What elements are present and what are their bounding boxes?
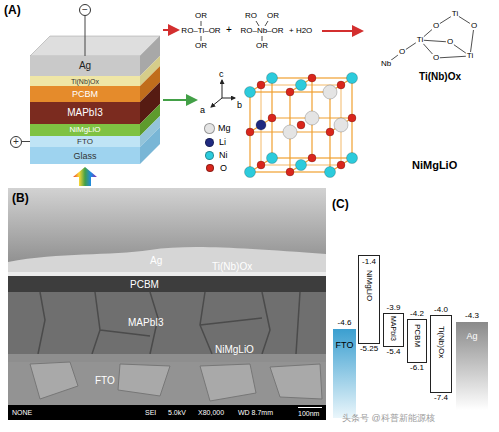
node-text: NiMgLiO bbox=[10, 126, 160, 134]
node-text: Ti(Nb)Ox bbox=[437, 326, 445, 358]
node-text: PCBM bbox=[10, 90, 160, 99]
legend-swatch bbox=[205, 138, 214, 147]
layer-label: Ag bbox=[150, 256, 162, 266]
chemical-formula: O bbox=[432, 22, 440, 30]
energy-band: -4.2PCBM-6.1 bbox=[407, 319, 427, 363]
energy-band: -1.4NiMgLiO-5.25 bbox=[358, 255, 380, 344]
watermark: 头条号 @科普新能源核 bbox=[342, 414, 435, 423]
node-text: NiMgLiO bbox=[365, 270, 373, 301]
chemical-formula: OR bbox=[195, 42, 207, 50]
layer-label: MAPbI3 bbox=[128, 318, 164, 328]
chemical-formula: Nb bbox=[380, 60, 392, 68]
chemical-formula: RO–Ti–OR bbox=[181, 27, 220, 35]
node-text: Ag bbox=[10, 61, 160, 71]
panel-letter: (A) bbox=[4, 4, 21, 16]
chemical-formula: Ti bbox=[451, 10, 459, 18]
chemical-formula: OR bbox=[267, 12, 279, 20]
node-text: -3.9 bbox=[372, 304, 415, 312]
legend-swatch bbox=[205, 151, 214, 160]
wire bbox=[85, 16, 86, 56]
legend-text: Ni bbox=[219, 151, 228, 160]
axis-label: c bbox=[219, 70, 224, 79]
device-layer: MAPbI3 bbox=[30, 102, 140, 124]
chemical-formula: O bbox=[446, 38, 454, 46]
node-text: FTO bbox=[10, 138, 160, 146]
legend-text: Li bbox=[219, 138, 226, 147]
node-text: MAPbI3 bbox=[390, 316, 397, 341]
wire bbox=[22, 141, 30, 142]
chemical-formula: O bbox=[398, 48, 406, 56]
layer-label: FTO bbox=[95, 376, 115, 386]
node-text: -1.4 bbox=[353, 258, 385, 266]
node-text: + bbox=[0, 137, 41, 147]
node-text: Ag bbox=[450, 332, 494, 341]
axis-label: b bbox=[237, 101, 242, 110]
chemical-formula: Ti bbox=[416, 36, 424, 44]
legend-text: O bbox=[220, 164, 227, 173]
energy-band: -4.0Ti(Nb)Ox-7.4 bbox=[430, 315, 452, 393]
node-text: Ti(Nb)Ox bbox=[10, 78, 160, 85]
node-text: -4.3 bbox=[444, 312, 499, 320]
chemical-formula: RO bbox=[245, 12, 257, 20]
axis-label: a bbox=[200, 106, 205, 115]
device-layer: NiMgLiO bbox=[30, 124, 140, 136]
chemical-formula: OR bbox=[195, 12, 207, 20]
terminal-circle: − bbox=[79, 4, 91, 16]
material-name: Ti(Nb)Ox bbox=[419, 72, 461, 82]
device-layer: PCBM bbox=[30, 86, 140, 102]
legend-swatch bbox=[206, 164, 214, 172]
panel-letter: (C) bbox=[332, 198, 349, 210]
layer-label: Ti(Nb)Ox bbox=[212, 262, 252, 272]
energy-band: -4.6FTO bbox=[333, 329, 356, 418]
legend-swatch bbox=[204, 123, 215, 134]
device-layer: Ti(Nb)Ox bbox=[30, 76, 140, 86]
node-text: Glass bbox=[10, 151, 160, 160]
panel-letter: (B) bbox=[12, 192, 29, 204]
chemical-formula: + H2O bbox=[289, 27, 312, 35]
node-text: FTO bbox=[327, 341, 362, 350]
chemical-formula: Ti bbox=[466, 52, 474, 60]
layer-label: PCBM bbox=[130, 280, 159, 290]
chemical-formula: + bbox=[226, 25, 232, 35]
device-layer: Ag bbox=[30, 56, 140, 76]
energy-band: -4.3Ag bbox=[456, 322, 488, 410]
sem-info: 100nm bbox=[298, 410, 319, 417]
chemical-formula: RO–Nb–OR bbox=[240, 27, 283, 35]
chemical-formula: O bbox=[432, 54, 440, 62]
legend-text: Mg bbox=[218, 124, 231, 133]
sem-info: WD 8.7mm bbox=[238, 409, 273, 416]
sem-info: 5.0kV bbox=[168, 409, 186, 416]
node-text: MAPbI3 bbox=[10, 108, 160, 118]
sem-info: X80,000 bbox=[198, 409, 224, 416]
terminal-circle: + bbox=[10, 136, 22, 148]
material-name: NiMgLiO bbox=[412, 160, 457, 171]
chemical-formula: OR bbox=[256, 42, 268, 50]
device-layer: Glass bbox=[30, 147, 140, 164]
sem-info: NONE bbox=[12, 409, 32, 416]
chemical-formula: O bbox=[470, 22, 478, 30]
energy-band: -3.9MAPbI3-5.4 bbox=[383, 313, 404, 348]
node-text: − bbox=[60, 5, 110, 15]
node-text: -4.0 bbox=[419, 306, 463, 314]
sem-info: SEI bbox=[145, 409, 156, 416]
layer-label: NiMgLiO bbox=[215, 345, 254, 355]
node-text: PCBM bbox=[413, 324, 421, 347]
device-layer: FTO bbox=[30, 136, 140, 147]
